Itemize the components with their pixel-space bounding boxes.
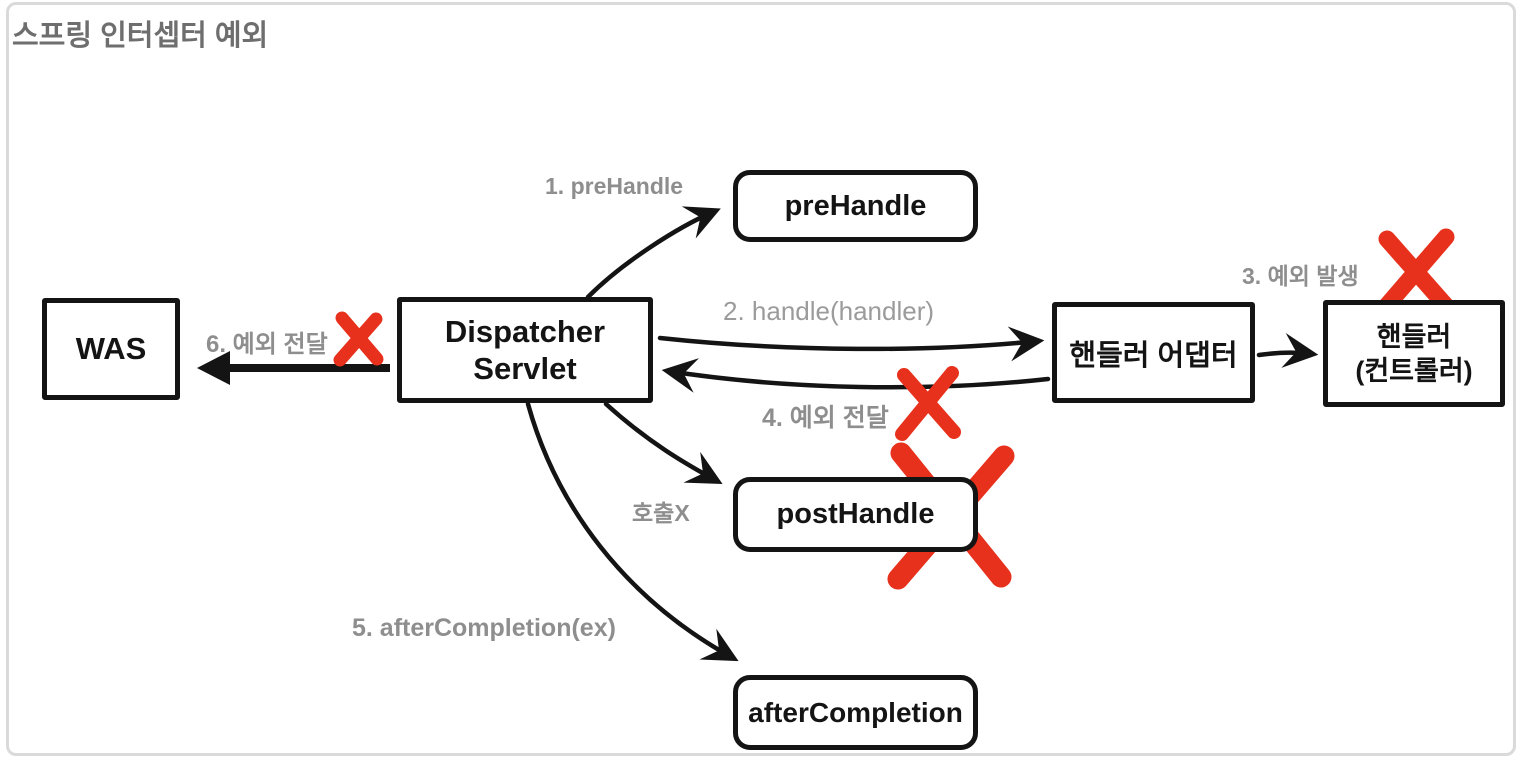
arrow-was-head — [197, 351, 230, 385]
node-dispatcher-line1: Dispatcher — [444, 314, 606, 349]
node-aftercompletion: afterCompletion — [733, 675, 978, 750]
error-x-step6 — [333, 311, 384, 367]
arrow-prehandle — [585, 206, 721, 300]
edge-label-step2: 2. handle(handler) — [723, 296, 935, 326]
node-was: WAS — [42, 298, 180, 400]
node-handler-adapter: 핸들러 어댑터 — [1052, 302, 1255, 403]
arrow-exception-return — [661, 358, 1051, 393]
arrow-adapter-to-handler — [1256, 333, 1319, 368]
diagram-title: 스프링 인터셉터 예외 — [12, 20, 269, 52]
edge-label-step4: 4. 예외 전달 — [762, 404, 889, 432]
edge-label-step3: 3. 예외 발생 — [1242, 263, 1359, 289]
node-handler-line2: (컨트롤러) — [1355, 355, 1473, 386]
node-posthandle-label: postHandle — [776, 498, 935, 530]
node-handler-adapter-label: 핸들러 어댑터 — [1069, 339, 1238, 372]
node-handler-controller: 핸들러 (컨트롤러) — [1323, 300, 1505, 407]
node-dispatcher-servlet: Dispatcher Servlet — [397, 297, 653, 403]
arrow-handle-call — [657, 326, 1045, 362]
edge-label-step1: 1. preHandle — [545, 173, 684, 199]
node-posthandle: postHandle — [733, 477, 978, 552]
error-x-handler — [1374, 228, 1456, 319]
error-x-step4 — [895, 366, 961, 441]
edge-label-step6: 6. 예외 전달 — [206, 331, 328, 358]
node-prehandle: preHandle — [733, 170, 978, 242]
node-aftercompletion-label: afterCompletion — [748, 696, 963, 728]
error-marks-group — [333, 228, 1456, 590]
node-was-label: WAS — [75, 331, 147, 366]
edge-label-no-call: 호출X — [632, 500, 690, 526]
edge-label-step5: 5. afterCompletion(ex) — [352, 614, 616, 642]
node-handler-line1: 핸들러 — [1376, 321, 1452, 352]
arrow-posthandle — [603, 401, 723, 485]
arrow-aftercompletion — [525, 401, 739, 662]
node-dispatcher-line2: Servlet — [473, 351, 577, 386]
node-prehandle-label: preHandle — [784, 189, 927, 222]
